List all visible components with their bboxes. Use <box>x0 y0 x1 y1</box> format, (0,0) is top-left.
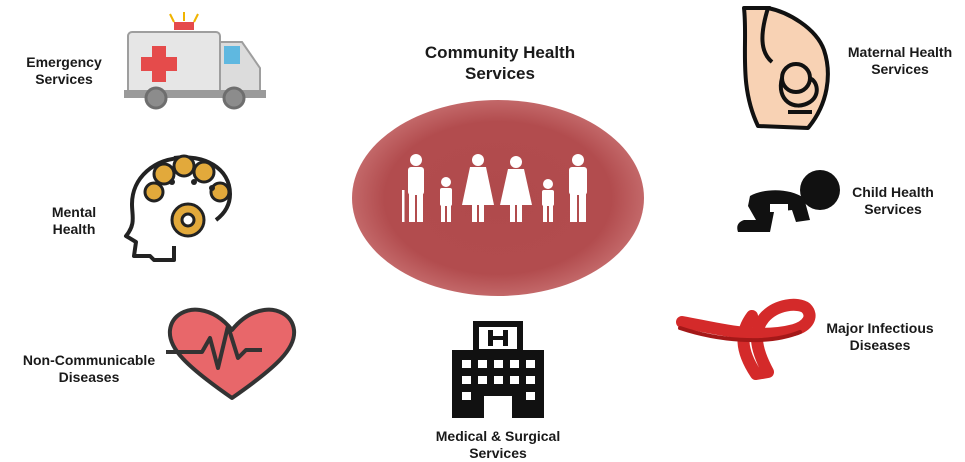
crawling-baby-icon <box>737 170 840 232</box>
diagram-title: Community Health Services <box>400 42 600 84</box>
ambulance-icon <box>124 12 266 110</box>
mental-health-label: Mental Health <box>51 204 97 237</box>
red-ribbon-icon <box>676 298 816 380</box>
heart-pulse-icon <box>166 307 297 400</box>
brain-gear-icon <box>124 154 233 262</box>
ncd-label: Non-Communicable Diseases <box>22 352 156 385</box>
medical-surgical-label: Medical & Surgical Services <box>435 428 561 461</box>
pregnant-belly-icon <box>742 6 830 130</box>
title-line-2: Services <box>465 64 535 83</box>
family-icon <box>402 154 587 222</box>
child-health-label: Child Health Services <box>852 184 934 217</box>
hospital-building-icon <box>452 321 544 418</box>
emergency-label: Emergency Services <box>26 54 102 87</box>
title-line-1: Community Health <box>424 43 576 62</box>
infectious-diseases-label: Major Infectious Diseases <box>826 320 934 353</box>
maternal-health-label: Maternal Health Services <box>847 44 953 77</box>
center-circle <box>352 100 644 296</box>
